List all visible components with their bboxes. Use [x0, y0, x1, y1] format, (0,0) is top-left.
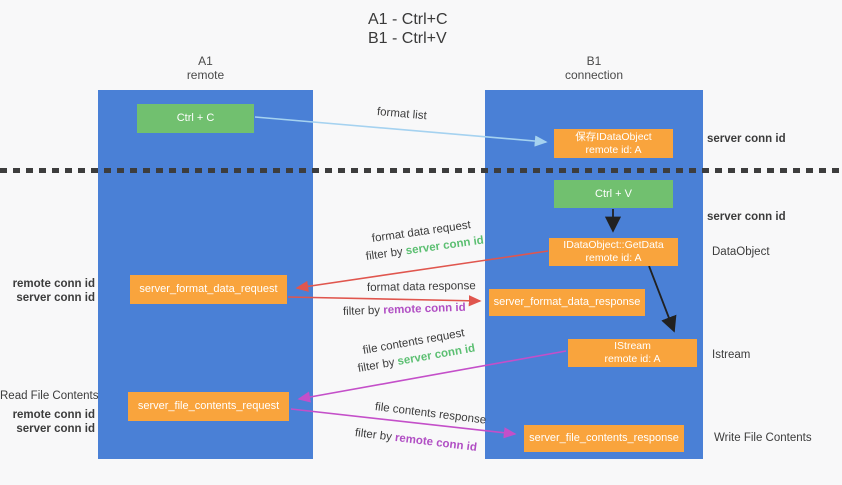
filter-prefix: filter by: [342, 304, 384, 318]
node-server-format-data-request: server_format_data_request: [130, 275, 287, 304]
node-save-idataobject: 保存IDataObject remote id: A: [554, 129, 673, 158]
node-getdata-line2: remote id: A: [585, 252, 642, 264]
node-istream-line2: remote id: A: [604, 353, 661, 365]
session-divider-dotted-line: [0, 168, 842, 173]
node-file-request-label: server_file_contents_request: [137, 400, 280, 412]
node-istream-line1: IStream: [614, 340, 651, 352]
node-idataobject-getdata: IDataObject::GetData remote id: A: [549, 238, 678, 266]
node-save-line1: 保存IDataObject: [575, 130, 652, 143]
label-dataobject: DataObject: [712, 246, 770, 258]
node-save-line2: remote id: A: [585, 143, 642, 156]
title-line-2: B1 - Ctrl+V: [368, 30, 447, 47]
label-server-conn-id-top: server conn id: [707, 133, 786, 145]
label-server-conn-id-1: server conn id: [16, 292, 95, 304]
edge-label-format-data-response: format data response: [366, 280, 476, 294]
edge-label-file-contents-response: file contents response: [374, 401, 487, 427]
label-remote-conn-id-1: remote conn id: [12, 278, 95, 290]
label-istream: Istream: [712, 349, 751, 361]
diagram-title: A1 - Ctrl+C B1 - Ctrl+V: [368, 10, 448, 48]
node-ctrl-v-label: Ctrl + V: [595, 187, 632, 200]
filter-value: remote conn id: [394, 431, 478, 454]
node-server-file-contents-response: server_file_contents_response: [524, 425, 684, 452]
node-format-request-label: server_format_data_request: [139, 283, 278, 295]
node-server-format-data-response: server_format_data_response: [489, 289, 645, 316]
node-ctrl-c: Ctrl + C: [137, 104, 254, 133]
node-ctrl-v: Ctrl + V: [554, 180, 673, 208]
label-write-file-contents: Write File Contents: [714, 432, 812, 444]
edge-label-format-list: format list: [376, 106, 428, 123]
edge-format-data-response: [287, 295, 482, 307]
lifeline-header-b1: B1 connection: [485, 54, 703, 82]
lifeline-a1-name: A1: [198, 54, 213, 68]
edge-label-format-data-response-filter: filter by remote conn id: [343, 302, 466, 318]
lifeline-b1-subtitle: connection: [564, 68, 624, 82]
label-read-file-contents: Read File Contents: [0, 390, 99, 402]
filter-value: remote conn id: [383, 301, 466, 317]
lifeline-header-a1: A1 remote: [98, 54, 313, 82]
label-server-conn-id-mid: server conn id: [707, 211, 786, 223]
node-getdata-line1: IDataObject::GetData: [563, 239, 664, 251]
label-remote-conn-id-2: remote conn id: [12, 409, 95, 421]
node-file-response-label: server_file_contents_response: [529, 432, 679, 444]
lifeline-b1-name: B1: [586, 54, 602, 68]
node-ctrl-c-label: Ctrl + C: [176, 112, 215, 124]
title-line-1: A1 - Ctrl+C: [368, 11, 448, 28]
filter-prefix: filter by: [354, 427, 396, 444]
node-server-file-contents-request: server_file_contents_request: [128, 392, 289, 421]
label-server-conn-id-2: server conn id: [16, 423, 95, 435]
node-format-response-label: server_format_data_response: [493, 296, 641, 308]
node-istream: IStream remote id: A: [568, 339, 697, 367]
lifeline-a1-subtitle: remote: [186, 68, 225, 82]
filter-prefix: filter by: [356, 356, 399, 375]
edge-label-file-contents-response-filter: filter by remote conn id: [354, 427, 477, 454]
filter-prefix: filter by: [365, 245, 407, 263]
